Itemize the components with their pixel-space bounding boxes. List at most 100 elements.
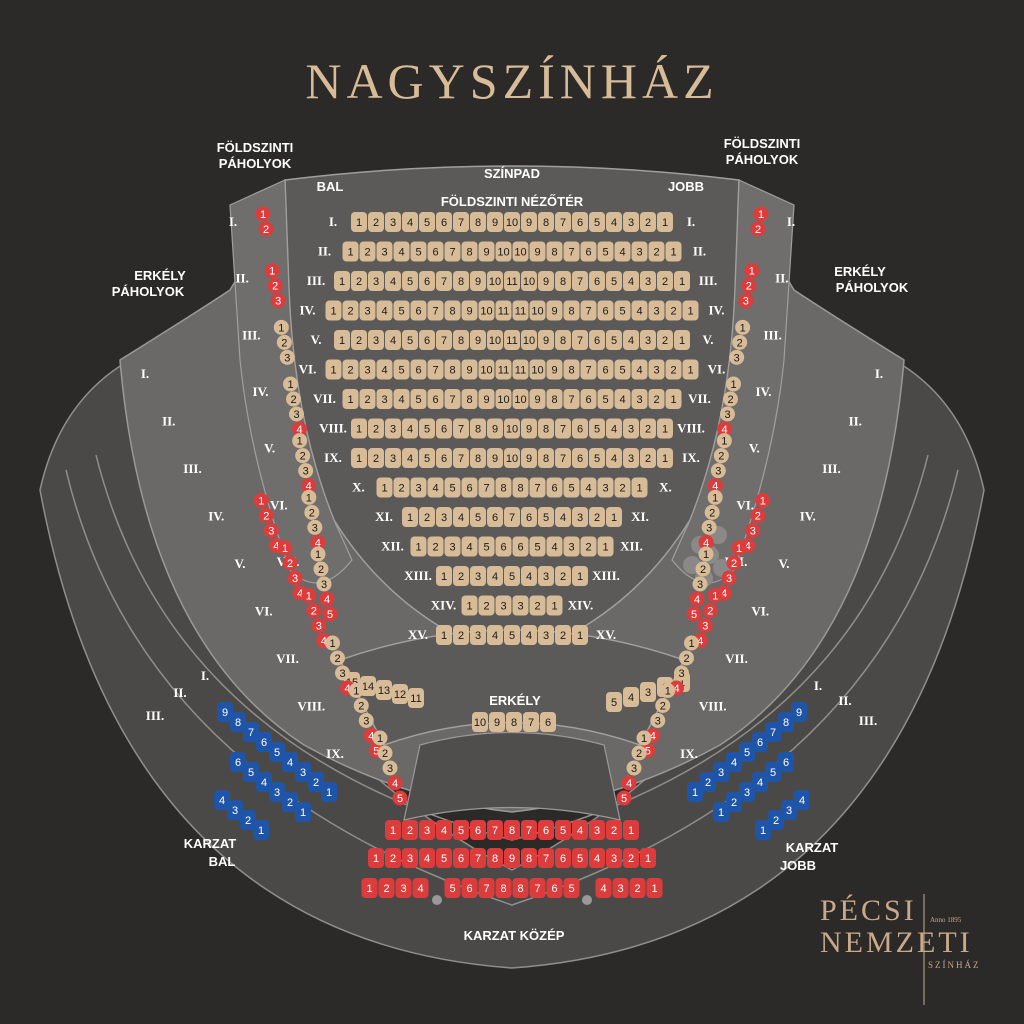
parterre-seat[interactable]: 1 <box>665 389 682 409</box>
parterre-seat[interactable]: 11 <box>512 300 529 321</box>
ground-box-seat[interactable]: 3 <box>729 349 745 365</box>
balcony-box-seat[interactable]: 1 <box>301 588 317 603</box>
parterre-seat[interactable]: 5 <box>563 477 580 498</box>
parterre-seat[interactable]: 7 <box>572 330 588 350</box>
parterre-seat[interactable]: 10 <box>478 300 495 321</box>
parterre-seat[interactable]: 6 <box>589 271 605 291</box>
parterre-seat[interactable]: 3 <box>368 330 384 350</box>
parterre-seat[interactable]: 7 <box>436 271 452 291</box>
balcony-box-seat[interactable]: 1 <box>755 493 771 508</box>
ground-box-seat[interactable]: 3 <box>692 576 708 592</box>
parterre-seat[interactable]: 3 <box>648 300 665 321</box>
gallery-center-seat[interactable]: 2 <box>629 878 646 898</box>
parterre-seat[interactable]: 2 <box>368 448 384 468</box>
gallery-center-seat[interactable]: 2 <box>378 878 395 898</box>
balcony-box-seat[interactable]: 1 <box>325 635 340 651</box>
parterre-seat[interactable]: 10 <box>529 300 546 321</box>
parterre-seat[interactable]: 6 <box>427 241 444 262</box>
gallery-left-seat[interactable]: 8 <box>230 712 246 732</box>
parterre-seat[interactable]: 9 <box>478 241 495 262</box>
ground-box-seat[interactable]: 4 <box>319 591 335 607</box>
parterre-seat[interactable]: 4 <box>393 241 410 262</box>
ground-box-seat[interactable]: 2 <box>732 334 748 350</box>
parterre-seat[interactable]: 1 <box>674 271 690 291</box>
parterre-seat[interactable]: 1 <box>606 507 622 527</box>
gallery-center-seat[interactable]: 2 <box>402 820 418 840</box>
parterre-seat[interactable]: 4 <box>453 507 469 527</box>
parterre-seat[interactable]: 8 <box>461 241 478 262</box>
gallery-center-seat[interactable]: 2 <box>385 848 401 868</box>
balcony-box-seat[interactable]: 3 <box>674 665 689 681</box>
balcony-box-seat[interactable]: 3 <box>311 618 327 633</box>
ground-box-seat[interactable]: 4 <box>707 478 723 494</box>
parterre-seat[interactable]: 1 <box>436 625 452 645</box>
parterre-seat[interactable]: 6 <box>410 300 427 321</box>
parterre-seat[interactable]: 5 <box>606 271 622 291</box>
gallery-center-seat[interactable]: 8 <box>521 848 537 868</box>
parterre-seat[interactable]: 1 <box>334 330 350 350</box>
parterre-seat[interactable]: 4 <box>623 271 639 291</box>
gallery-center-seat[interactable]: 1 <box>646 878 663 898</box>
gallery-left-seat[interactable]: 1 <box>253 820 269 840</box>
parterre-seat[interactable]: 5 <box>504 566 520 586</box>
parterre-seat[interactable]: 3 <box>623 212 639 232</box>
parterre-seat[interactable]: 8 <box>495 477 512 498</box>
gallery-center-seat[interactable]: 5 <box>444 878 461 898</box>
parterre-seat[interactable]: 11 <box>504 271 520 291</box>
gallery-center-seat[interactable]: 1 <box>368 848 384 868</box>
ground-box-seat[interactable]: 3 <box>701 519 717 535</box>
gallery-center-seat[interactable]: 7 <box>521 820 537 840</box>
gallery-right-seat[interactable]: 1 <box>755 820 771 840</box>
ground-box-seat[interactable]: 1 <box>698 546 714 562</box>
gallery-right-seat[interactable]: 1 <box>687 782 703 802</box>
parterre-seat[interactable]: 6 <box>580 389 597 409</box>
parterre-seat[interactable]: 7 <box>453 212 469 232</box>
balcony-seat[interactable]: 14 <box>360 676 376 696</box>
parterre-seat[interactable]: 3 <box>470 566 486 586</box>
parterre-seat[interactable]: 5 <box>419 418 435 439</box>
parterre-seat[interactable]: 5 <box>419 448 435 468</box>
parterre-seat[interactable]: 8 <box>563 359 580 380</box>
gallery-center-seat[interactable]: 4 <box>589 848 605 868</box>
parterre-seat[interactable]: 8 <box>538 212 554 232</box>
gallery-center-seat[interactable]: 5 <box>572 848 588 868</box>
gallery-center-seat[interactable]: 7 <box>529 878 546 898</box>
parterre-seat[interactable]: 9 <box>529 241 546 262</box>
parterre-seat[interactable]: 1 <box>665 241 682 262</box>
balcony-box-seat[interactable]: 2 <box>726 555 742 571</box>
parterre-seat[interactable]: 4 <box>402 418 418 439</box>
balcony-box-seat[interactable]: 2 <box>330 650 345 666</box>
parterre-seat[interactable]: 5 <box>504 625 520 645</box>
parterre-seat[interactable]: 2 <box>427 536 444 557</box>
gallery-left-seat[interactable]: 5 <box>243 762 259 782</box>
parterre-seat[interactable]: 3 <box>640 271 656 291</box>
parterre-seat[interactable]: 10 <box>521 271 537 291</box>
parterre-seat[interactable]: 4 <box>606 212 622 232</box>
parterre-seat[interactable]: 2 <box>555 625 571 645</box>
parterre-seat[interactable]: 11 <box>495 300 512 321</box>
parterre-seat[interactable]: 3 <box>648 359 665 380</box>
gallery-center-seat[interactable]: 2 <box>623 848 639 868</box>
parterre-seat[interactable]: 3 <box>444 536 461 557</box>
parterre-seat[interactable]: 7 <box>555 448 571 468</box>
parterre-seat[interactable]: 5 <box>529 536 546 557</box>
parterre-seat[interactable]: 10 <box>504 418 520 439</box>
ground-box-seat[interactable]: 2 <box>276 334 292 350</box>
parterre-seat[interactable]: 1 <box>325 359 342 380</box>
gallery-center-seat[interactable]: 6 <box>461 878 478 898</box>
parterre-seat[interactable]: 7 <box>555 418 571 439</box>
parterre-seat[interactable]: 6 <box>572 418 588 439</box>
gallery-center-seat[interactable]: 6 <box>546 878 563 898</box>
parterre-seat[interactable]: 1 <box>334 271 350 291</box>
parterre-seat[interactable]: 1 <box>657 418 673 439</box>
gallery-left-seat[interactable]: 4 <box>256 772 272 792</box>
parterre-seat[interactable]: 9 <box>529 389 546 409</box>
balcony-seat[interactable]: 7 <box>523 712 539 732</box>
gallery-left-seat[interactable]: 4 <box>214 790 230 810</box>
parterre-seat[interactable]: 2 <box>589 507 605 527</box>
ground-box-seat[interactable]: 1 <box>283 376 298 392</box>
gallery-center-seat[interactable]: 8 <box>504 820 520 840</box>
parterre-seat[interactable]: 5 <box>589 448 605 468</box>
balcony-box-seat[interactable]: 5 <box>392 790 408 806</box>
parterre-seat[interactable]: 1 <box>657 212 673 232</box>
